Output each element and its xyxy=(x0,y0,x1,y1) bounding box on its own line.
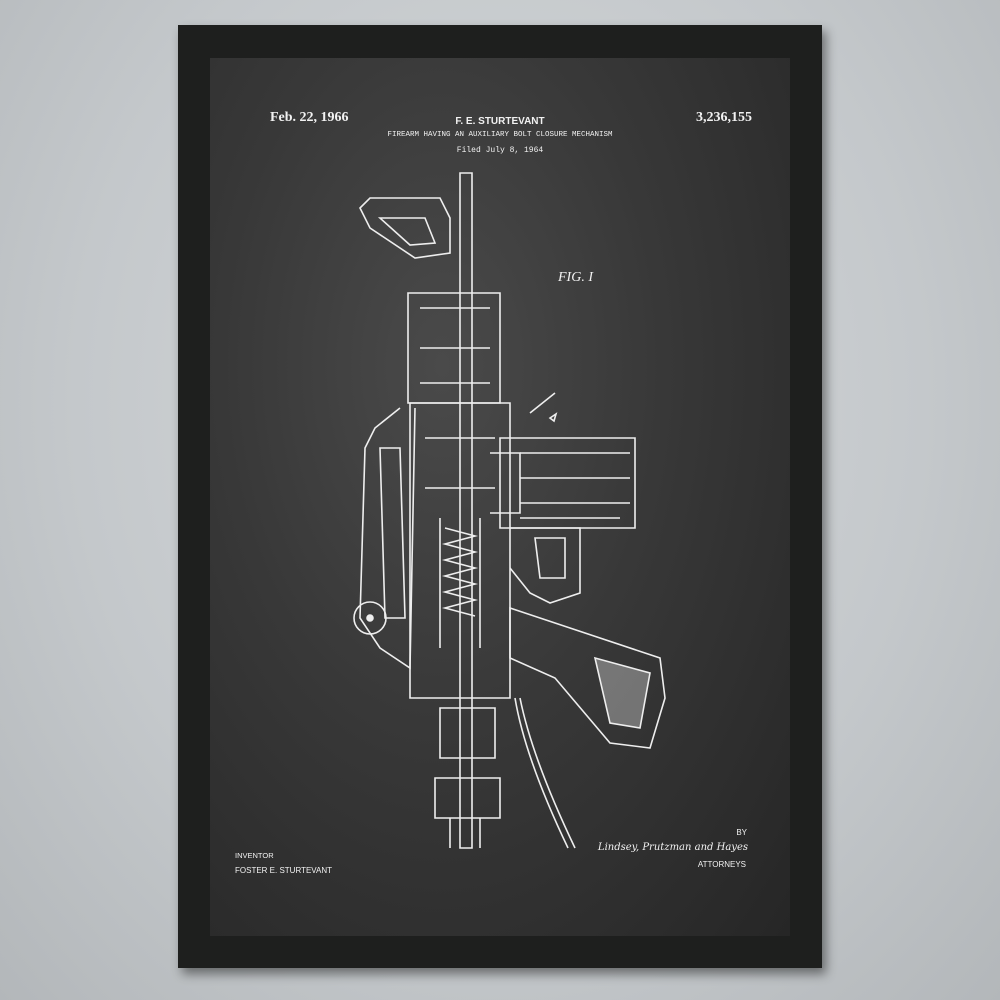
barrel xyxy=(460,173,472,848)
reference-arrow xyxy=(530,393,556,421)
buttstock-screw xyxy=(367,615,373,621)
pistol-grip-texture xyxy=(595,658,650,728)
carry-handle xyxy=(360,408,415,668)
front-sight xyxy=(360,198,450,258)
magazine-ribs xyxy=(520,453,630,518)
inventor-label: INVENTOR xyxy=(235,851,274,860)
carry-handle-opening xyxy=(380,448,405,618)
inventor-name: FOSTER E. STURTEVANT xyxy=(235,866,332,875)
trigger-guard xyxy=(510,528,580,603)
rifle-drawing xyxy=(210,58,790,936)
chalkboard-patent-print: Feb. 22, 1966 3,236,155 F. E. STURTEVANT… xyxy=(210,58,790,936)
attorneys-signature: Lindsey, Prutzman and Hayes xyxy=(598,842,748,853)
trigger-guard-opening xyxy=(535,538,565,578)
handguard-ribs xyxy=(420,308,490,383)
support-rod xyxy=(515,698,568,848)
attorneys-label: ATTORNEYS xyxy=(698,860,746,869)
support-rod-edge xyxy=(520,698,575,848)
lower-barrel-lines xyxy=(450,818,480,848)
by-label: BY xyxy=(736,828,747,837)
lower-barrel-fittings xyxy=(435,708,500,818)
magazine-well xyxy=(490,453,520,513)
picture-frame: Feb. 22, 1966 3,236,155 F. E. STURTEVANT… xyxy=(178,25,822,968)
